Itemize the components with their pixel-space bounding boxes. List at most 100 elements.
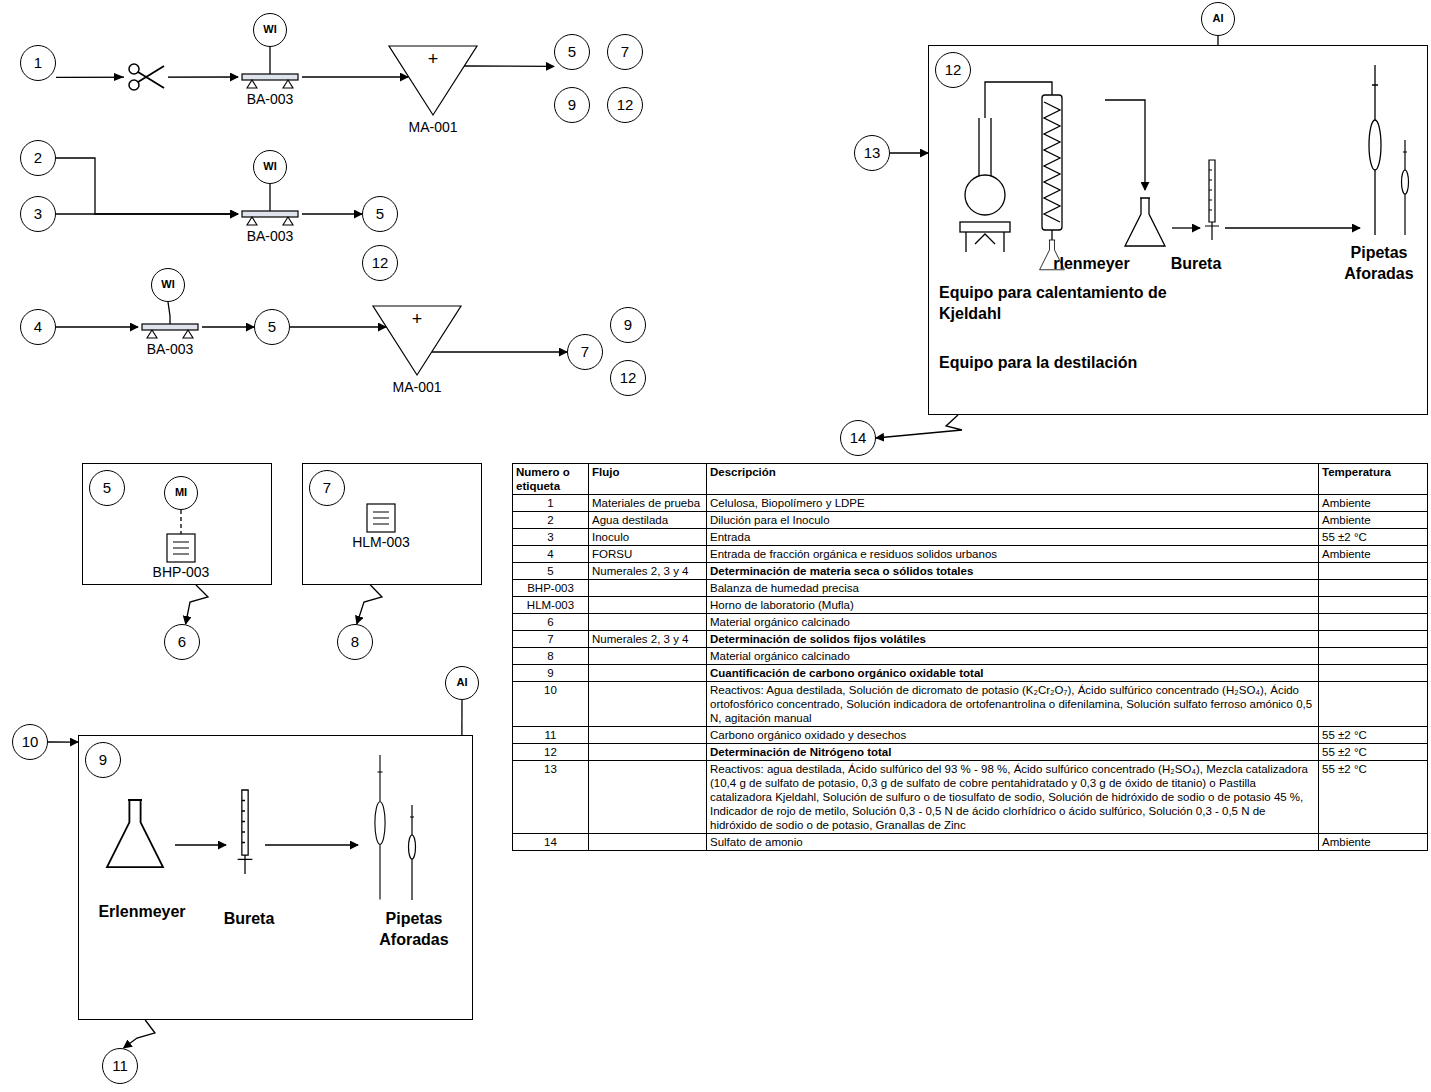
table-text: Ambiente [1322,497,1371,509]
table-text: Determinación de materia seca o sólidos … [710,565,973,577]
table-text: Inoculo [592,531,629,543]
table-text: Determinación de solidos fijos volátiles [710,633,926,645]
table-text: 7 [547,633,553,645]
callout-number: 10 [12,724,48,760]
table-row: 8Material orgánico calcinado [513,648,1428,665]
node-label: WI [152,269,184,301]
table-text: 13 [544,763,557,775]
node-label: 4 [21,310,55,344]
table-cell: Agua destilada [589,512,707,529]
table-text: 55 ±2 °C [1322,531,1367,543]
flow-connector [186,585,208,624]
flow-connector [302,213,362,214]
table-cell: Dilución para el Inoculo [707,512,1319,529]
table-text: Celulosa, Biopolímero y LDPE [710,497,865,509]
table-text: Descripción [710,466,776,478]
flow-connector [180,510,181,534]
node-label: 9 [611,308,645,342]
scissors-icon [114,60,168,94]
table-cell: Horno de laboratorio (Mufla) [707,597,1319,614]
table-text: Agua destilada [592,514,668,526]
table-text: Entrada de fracción orgánica e residuos … [710,548,997,560]
node-label: 6 [165,625,199,659]
node-label: WI [254,151,286,183]
callout-number: 1 [20,45,56,81]
table-row: 4FORSUEntrada de fracción orgánica e res… [513,546,1428,563]
node-label: 13 [855,136,889,170]
node-label: 10 [13,725,47,759]
instrument-bubble: MI [164,476,198,510]
table-text: Dilución para el Inoculo [710,514,830,526]
table-row: 12Determinación de Nitrógeno total55 ±2 … [513,744,1428,761]
equipment-caption: Bureta [209,908,289,929]
node-label: 8 [338,625,372,659]
table-cell: Celulosa, Biopolímero y LDPE [707,495,1319,512]
table-cell: Ambiente [1319,834,1428,851]
flow-connector [124,1020,155,1048]
table-cell: 10 [513,682,589,727]
table-cell: Ambiente [1319,512,1428,529]
balance-symbol: BA-003 [238,66,302,110]
node-label: WI [254,14,286,46]
callout-number: 5 [362,196,398,232]
table-cell: 9 [513,665,589,682]
table-cell: Sulfato de amonio [707,834,1319,851]
callout-number: 5 [254,309,290,345]
table-row: 1Materiales de pruebaCelulosa, Biopolíme… [513,495,1428,512]
legend-table: Numero o etiquetaFlujoDescripciónTempera… [512,463,1428,851]
data-table: Numero o etiquetaFlujoDescripciónTempera… [512,463,1428,851]
table-text: Ambiente [1322,836,1371,848]
callout-number: 9 [554,87,590,123]
table-text: 55 ±2 °C [1322,729,1367,741]
node-label: 3 [21,197,55,231]
table-row: 6Material orgánico calcinado [513,614,1428,631]
flow-connector [1217,36,1218,45]
table-cell: 7 [513,631,589,648]
table-text: Sulfato de amonio [710,836,803,848]
table-cell: Numero o etiqueta [513,464,589,495]
instrument-bubble: AI [1201,2,1235,36]
table-row: 3InoculoEntrada55 ±2 °C [513,529,1428,546]
equipment-caption: rlenmeyer [1049,253,1134,274]
node-label: 14 [841,421,875,455]
table-cell: Inoculo [589,529,707,546]
process-box: 9ErlenmeyerBuretaPipetas Aforadas [78,735,473,1020]
table-cell: Balanza de humedad precisa [707,580,1319,597]
node-label: 12 [608,88,642,122]
table-cell: Flujo [589,464,707,495]
node-label: BHP-003 [141,564,221,580]
node-label: 12 [611,361,645,395]
table-row: 13Reactivos: agua destilada, Ácido sulfú… [513,761,1428,834]
table-cell: 3 [513,529,589,546]
flow-connector [48,741,78,742]
callout-number: 14 [840,420,876,456]
equipment-caption: Bureta [1161,253,1231,274]
table-cell [1319,614,1428,631]
table-text: FORSU [592,548,632,560]
table-row: 5Numerales 2, 3 y 4Determinación de mate… [513,563,1428,580]
node-label: MA-001 [372,379,462,395]
node-label: BA-003 [130,341,210,357]
flow-connector [464,65,554,67]
table-row: 7Numerales 2, 3 y 4Determinación de soli… [513,631,1428,648]
table-text: 5 [547,565,553,577]
flow-connector [202,326,254,327]
table-cell: Material orgánico calcinado [707,614,1319,631]
instrument-icon: BHP-003 [141,534,221,582]
table-cell [589,648,707,665]
table-cell: 5 [513,563,589,580]
node-label: MI [165,477,197,509]
node-label: 5 [255,310,289,344]
table-text: Cuantificación de carbono orgánico oxida… [710,667,983,679]
table-row: 11Carbono orgánico oxidado y desechos55 … [513,727,1428,744]
table-text: Ambiente [1322,548,1371,560]
callout-number: 5 [554,34,590,70]
instrument-bubble: WI [253,150,287,184]
callout-number: 4 [20,309,56,345]
table-text: 11 [545,729,557,741]
callout-number: 7 [567,334,603,370]
table-cell: 14 [513,834,589,851]
callout-number: 9 [610,307,646,343]
table-cell: HLM-003 [513,597,589,614]
table-text: 1 [547,497,553,509]
